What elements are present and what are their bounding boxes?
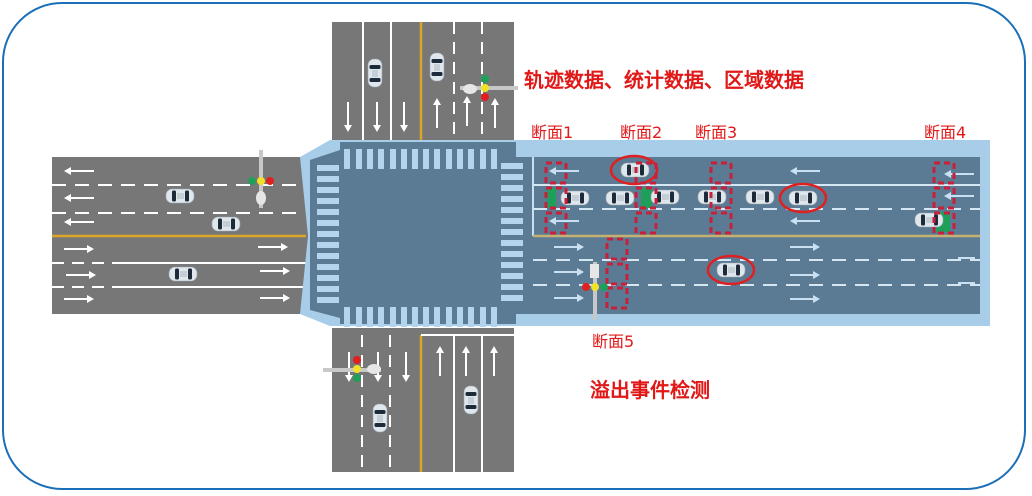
traffic-light-south — [323, 356, 381, 382]
south-approach-road — [332, 328, 514, 472]
west-approach-road — [52, 157, 308, 314]
crosswalk-north — [344, 149, 497, 169]
section-2-label: 断面2 — [620, 123, 663, 142]
traffic-light-west — [248, 150, 274, 208]
crosswalk-west — [317, 165, 339, 303]
section-5-label: 断面5 — [592, 332, 635, 351]
section-4-label: 断面4 — [924, 123, 967, 142]
queue-markers — [547, 188, 950, 232]
crosswalk-east — [501, 163, 523, 301]
crosswalks — [317, 149, 523, 327]
section-3-label: 断面3 — [695, 123, 738, 142]
traffic-light-north — [460, 75, 518, 101]
data-types-label: 轨迹数据、统计数据、区域数据 — [524, 68, 804, 92]
crosswalk-south — [344, 307, 497, 327]
traffic-light-east — [582, 262, 608, 320]
diagram-frame — [2, 2, 1026, 490]
section-1-label: 断面1 — [531, 123, 574, 142]
overflow-vehicle-markers — [609, 154, 828, 286]
overflow-detection-label: 溢出事件检测 — [590, 378, 710, 402]
